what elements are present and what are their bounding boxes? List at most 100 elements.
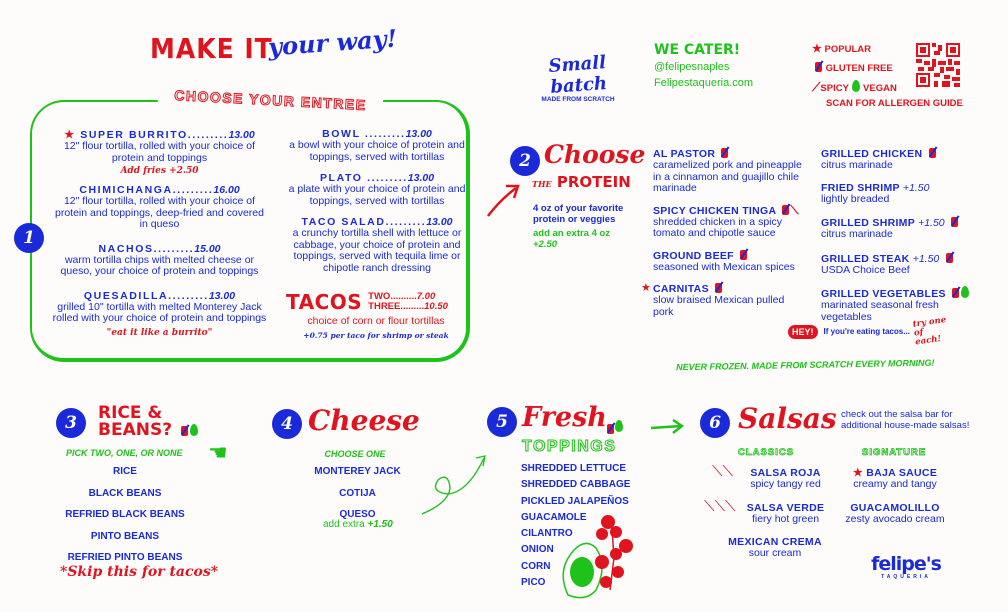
hey-badge: HEY!	[788, 324, 818, 339]
avocado-cilantro-illustration	[562, 515, 633, 599]
protein-item: SPICY CHICKEN TINGA ⟍ shredded chicken i…	[653, 203, 803, 240]
title-make-it: MAKE IT	[150, 32, 273, 65]
rice-beans-option: REFRIED BLACK BEANS	[65, 509, 185, 520]
salsa-verde: ⟍⟍⟍ SALSA VERDE fiery hot green	[704, 498, 833, 526]
protein-upcharge: +1.50	[918, 217, 945, 229]
entree-desc: 12" flour tortilla, rolled with your cho…	[63, 140, 256, 164]
protein-upcharge: +1.50	[912, 252, 940, 265]
catering-title: WE CATER!	[654, 42, 741, 58]
protein-name: SPICY CHICKEN TINGA	[653, 204, 776, 217]
gluten-free-icon	[928, 146, 937, 158]
chili-icon: ⟍⟍⟍	[704, 498, 736, 515]
protein-item: FRIED SHRIMP +1.50 lightly breaded	[821, 182, 981, 206]
protein-item: GRILLED VEGETABLES marinated seasonal fr…	[821, 286, 981, 323]
protein-title-main: PROTEIN	[556, 173, 631, 191]
entree-quesadilla: QUESADILLA.........13.00 grilled 10" tor…	[52, 289, 267, 338]
cheese-extra: add extra +1.50	[323, 519, 393, 530]
brand-logo: felipe's TAQUERIA	[866, 554, 946, 580]
entree-note: Add fries +2.50	[120, 166, 199, 176]
tacos-section: TACOS TWO..........7.00 THREE.........10…	[286, 290, 466, 340]
entree-name: PLATO	[319, 172, 363, 184]
popular-star-icon: ★	[812, 43, 822, 55]
salsas-title: Salsas	[738, 402, 837, 435]
protein-desc: shredded chicken in a spicy tomato and c…	[653, 215, 782, 239]
cheese-option: QUESO	[339, 509, 376, 520]
instagram-link[interactable]: @felipesnaples	[654, 61, 730, 73]
cheese-title: Cheese	[308, 404, 420, 437]
protein-name: AL PASTOR	[653, 148, 716, 160]
cheese-option: MONTEREY JACK	[314, 466, 401, 477]
protein-name: GRILLED STEAK	[821, 252, 910, 265]
protein-title: THE PROTEIN	[532, 173, 631, 191]
entree-desc: a bowl with your choice of protein and t…	[289, 139, 465, 163]
allergen-scan-label: SCAN FOR ALLERGEN GUIDE	[826, 98, 963, 109]
catering-block: WE CATER! @felipesnaples Felipestaqueria…	[654, 42, 753, 89]
cheese-instruction: CHOOSE ONE	[324, 449, 386, 459]
hey-text: If you're eating tacos...	[823, 327, 910, 336]
gluten-free-icon	[180, 424, 189, 436]
rice-beans-title-line2: BEANS?	[98, 420, 173, 440]
rice-beans-note: *Skip this for tacos*	[60, 564, 219, 580]
entree-bowl: BOWL .........13.00 a bowl with your cho…	[282, 128, 472, 163]
protein-desc: citrus marinade	[821, 159, 893, 171]
entree-plato: PLATO .........13.00 a plate with your c…	[282, 172, 472, 207]
rice-beans-option: RICE	[113, 466, 137, 477]
legend-label: POPULAR	[824, 44, 871, 55]
chili-icon: ⟍	[790, 202, 799, 217]
protein-desc: 4 oz of your favorite protein or veggies	[533, 203, 624, 225]
topping-option: GUACAMOLE	[521, 511, 587, 523]
toppings-title-main: TOPPINGS	[521, 438, 617, 456]
chili-icon: ⟍⟍	[712, 463, 734, 480]
protein-name: GRILLED CHICKEN	[821, 148, 923, 160]
legend-gluten-free: GLUTEN FREE	[812, 60, 897, 79]
rice-beans-list: RICE BLACK BEANS REFRIED BLACK BEANS PIN…	[50, 461, 200, 569]
qr-code[interactable]	[916, 43, 960, 87]
cheese-list: MONTEREY JACK COTIJA QUESO	[300, 461, 415, 526]
salsa-desc: zesty avocado cream	[845, 513, 945, 525]
taco-option-label: THREE	[368, 301, 401, 312]
salsa-desc: sour cream	[748, 547, 802, 559]
small-batch-script: Small batch	[547, 52, 608, 98]
legend-label: SPICY	[820, 83, 849, 94]
small-batch: Small batch MADE FROM SCRATCH	[528, 52, 628, 103]
salsa-crema: MEXICAN CREMA sour cream	[720, 536, 830, 560]
protein-name: FRIED SHRIMP	[821, 181, 900, 194]
topping-option: SHREDDED LETTUCE	[521, 463, 627, 474]
step-6-badge: 6	[700, 408, 730, 438]
protein-desc: marinated seasonal fresh vegetables	[821, 299, 939, 323]
gluten-free-icon	[739, 248, 748, 260]
protein-desc: slow braised Mexican pulled pork	[653, 294, 785, 318]
entree-super-burrito: ★ SUPER BURRITO.........13.00 12" flour …	[52, 128, 267, 176]
rice-beans-instruction: PICK TWO, ONE, OR NONE	[66, 448, 183, 458]
salsa-guacamolillo: GUACAMOLILLO zesty avocado cream	[835, 502, 955, 526]
rice-beans-option: REFRIED PINTO BEANS	[67, 552, 183, 563]
title-your-way: your way!	[267, 23, 398, 62]
legend-spicy-vegan: ⟋SPICY VEGAN	[812, 78, 897, 99]
protein-list-left: AL PASTOR caramelized pork and pineapple…	[641, 146, 803, 318]
cheese-option: COTIJA	[339, 487, 376, 499]
rice-beans-title: RICE & BEANS?	[98, 405, 198, 439]
protein-item: GROUND BEEF seasoned with Mexican spices	[653, 248, 803, 274]
protein-desc: seasoned with Mexican spices	[653, 260, 795, 273]
topping-option: ONION	[521, 544, 554, 556]
step-2-badge: 2	[510, 146, 540, 176]
protein-list-right: GRILLED CHICKEN citrus marinade FRIED SH…	[821, 146, 981, 323]
swirl-arrow-icon	[421, 455, 486, 515]
gluten-free-icon	[606, 422, 615, 434]
protein-item: GRILLED CHICKEN citrus marinade	[821, 146, 981, 172]
hey-callout: HEY! If you're eating tacos... try one o…	[788, 315, 952, 348]
entree-desc: a crunchy tortilla shell with lettuce or…	[292, 227, 462, 274]
salsa-name: GUACAMOLILLO	[850, 502, 940, 514]
tacos-option-two: TWO..........7.00	[368, 291, 436, 302]
website-link[interactable]: Felipestaqueria.com	[654, 77, 754, 89]
protein-desc: caramelized pork and pineapple in a cinn…	[653, 159, 802, 194]
protein-name: GRILLED VEGETABLES	[821, 288, 946, 300]
entree-taco-salad: TACO SALAD.........13.00 a crunchy torti…	[282, 216, 472, 274]
leaf-icon	[615, 420, 623, 432]
tagline: NEVER FROZEN. MADE FROM SCRATCH EVERY MO…	[675, 357, 935, 373]
salsa-name: BAJA SAUCE	[866, 467, 938, 479]
gluten-free-icon	[781, 203, 790, 215]
protein-name: GRILLED SHRIMP	[821, 217, 915, 229]
entree-name: BOWL	[322, 128, 361, 140]
arrow-right-icon	[650, 418, 685, 434]
